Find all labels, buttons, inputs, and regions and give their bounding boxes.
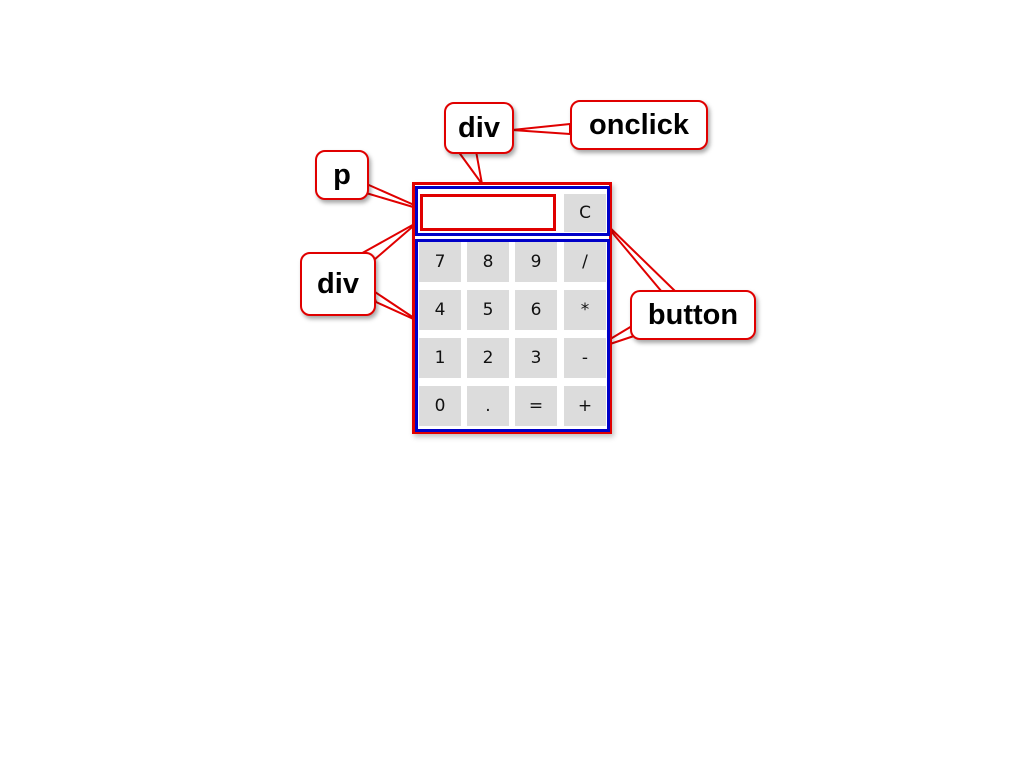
callout-button: button bbox=[630, 290, 756, 340]
key-3-button[interactable]: 3 bbox=[515, 338, 557, 378]
key-0-button[interactable]: 0 bbox=[419, 386, 461, 426]
key-add-button[interactable]: + bbox=[564, 386, 606, 426]
key-8-button[interactable]: 8 bbox=[467, 242, 509, 282]
callout-div-top: div bbox=[444, 102, 514, 154]
key-7-button[interactable]: 7 bbox=[419, 242, 461, 282]
callout-div-left: div bbox=[300, 252, 376, 316]
key-divide-button[interactable]: / bbox=[564, 242, 606, 282]
onclick-callout-pointer bbox=[511, 123, 571, 135]
div-top-callout-pointer bbox=[457, 150, 483, 185]
callout-onclick: onclick bbox=[570, 100, 708, 150]
callout-p: p bbox=[315, 150, 369, 200]
key-multiply-button[interactable]: * bbox=[564, 290, 606, 330]
keypad-div bbox=[415, 239, 610, 432]
clear-button[interactable]: C bbox=[564, 194, 606, 232]
key-5-button[interactable]: 5 bbox=[467, 290, 509, 330]
key-equals-button[interactable]: = bbox=[515, 386, 557, 426]
key-6-button[interactable]: 6 bbox=[515, 290, 557, 330]
display-paragraph bbox=[420, 194, 556, 231]
key-9-button[interactable]: 9 bbox=[515, 242, 557, 282]
key-decimal-button[interactable]: . bbox=[467, 386, 509, 426]
key-4-button[interactable]: 4 bbox=[419, 290, 461, 330]
display-row-div bbox=[415, 186, 610, 236]
key-subtract-button[interactable]: - bbox=[564, 338, 606, 378]
key-1-button[interactable]: 1 bbox=[419, 338, 461, 378]
key-2-button[interactable]: 2 bbox=[467, 338, 509, 378]
